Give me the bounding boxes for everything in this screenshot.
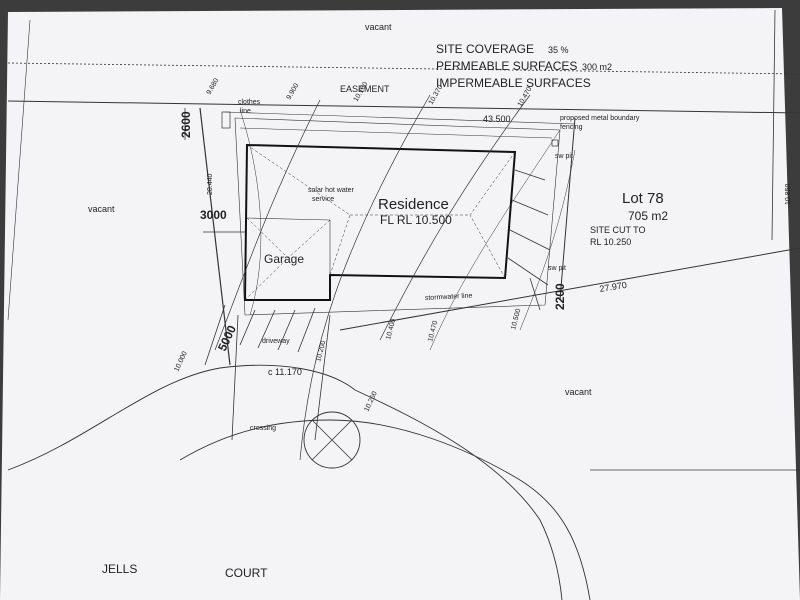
residence-label: Residence bbox=[378, 196, 449, 213]
dimension-2200: 2200 bbox=[553, 283, 567, 310]
dimension-2600: 2600 bbox=[179, 111, 193, 138]
sw-pit-bottom-label: sw pit bbox=[548, 265, 566, 272]
sw-pit-marker bbox=[551, 139, 559, 147]
vacant-bottom-right-label: vacant bbox=[565, 387, 592, 397]
solar-label-2: service bbox=[312, 196, 334, 203]
side-length-20440: 20.440 bbox=[207, 173, 214, 195]
clothes-line-label-2: line bbox=[240, 108, 251, 115]
crossing-label: crossing bbox=[250, 425, 276, 432]
boundary-length-43500: 43.500 bbox=[483, 114, 511, 124]
permeable-label: PERMEABLE SURFACES bbox=[436, 59, 577, 73]
vacant-left-label: vacant bbox=[88, 204, 115, 214]
impermeable-label: IMPERMEABLE SURFACES bbox=[436, 76, 591, 90]
driveway-label: driveway bbox=[262, 338, 290, 345]
vacant-top-label: vacant bbox=[365, 22, 392, 32]
site-coverage-value: 35 % bbox=[548, 45, 569, 55]
site-coverage-label: SITE COVERAGE bbox=[436, 42, 534, 56]
lot-area-label: 705 m2 bbox=[628, 209, 668, 223]
sw-pit-top-label: sw pit bbox=[555, 153, 573, 160]
proposed-fence-label-1: proposed metal boundary bbox=[560, 115, 640, 122]
solar-label-1: solar hot water bbox=[308, 187, 355, 194]
floor-level-label: FL RL 10.500 bbox=[380, 213, 452, 227]
frontage-length-11170: c 11.170 bbox=[268, 367, 302, 377]
paper bbox=[0, 8, 800, 600]
side-length-10850: 10.850 bbox=[785, 183, 792, 205]
dimension-3000: 3000 bbox=[200, 208, 227, 222]
clothes-line-label-1: clothes bbox=[238, 99, 261, 106]
garage-label: Garage bbox=[264, 252, 304, 266]
lot-label: Lot 78 bbox=[622, 190, 664, 207]
proposed-fence-label-2: fencing bbox=[560, 124, 583, 131]
permeable-value: 300 m2 bbox=[582, 62, 612, 72]
clothes-line-marker bbox=[221, 111, 231, 129]
site-cut-label-1: SITE CUT TO bbox=[590, 225, 646, 235]
boundary-length-27970: 27.970 bbox=[599, 280, 628, 294]
street-label-1: JELLS bbox=[102, 562, 137, 576]
street-label-2: COURT bbox=[225, 566, 268, 580]
site-cut-label-2: RL 10.250 bbox=[590, 237, 631, 247]
stormwater-label: stormwater line bbox=[425, 293, 473, 302]
easement-label: EASEMENT bbox=[340, 84, 390, 94]
